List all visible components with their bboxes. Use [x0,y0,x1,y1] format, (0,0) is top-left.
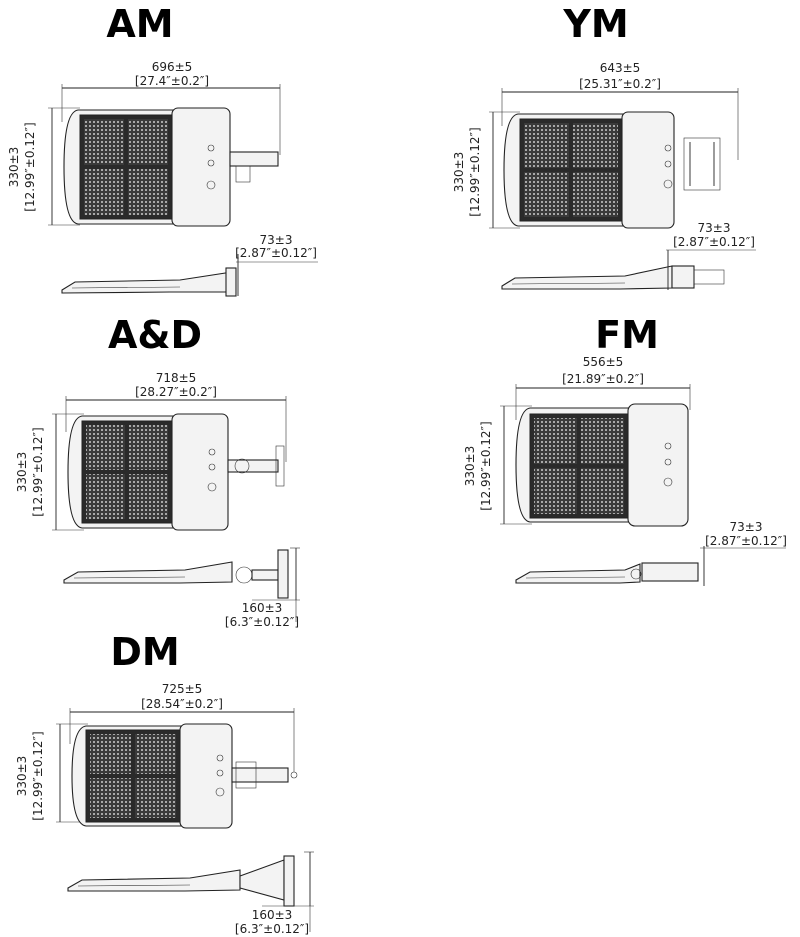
width-in: [25.31″±0.2″] [579,77,661,91]
side-in: [6.3″±0.12″] [235,922,309,936]
top-view [67,413,285,531]
variant-title: YM [562,2,628,46]
width-mm: 725±5 [162,682,203,696]
side-mm: 73±3 [698,221,731,235]
width-in: [28.27″±0.2″] [135,385,217,399]
height-mm: 330±3 [463,446,477,487]
height-mm: 330±3 [452,152,466,193]
width-mm: 556±5 [583,355,624,369]
side-view: 73±3 [2.87″±0.12″] [61,233,318,297]
variant-title: DM [110,630,179,674]
side-in: [2.87″±0.12″] [235,246,317,260]
width-mm: 718±5 [156,371,197,385]
height-mm: 330±3 [15,756,29,797]
side-mm: 160±3 [242,601,283,615]
top-view [515,403,689,527]
height-in: [12.99″±0.12″] [479,421,493,510]
variant-am: AM 696±5 [27.4″±0.2″] 330±3 [12.99″±0.12… [7,2,318,297]
variant-ym: YM 643±5 [25.31″±0.2″] 330±3 [12.99″±0.1… [452,2,756,290]
variant-title: FM [595,313,659,357]
side-view: 160±3 [6.3″±0.12″] [63,547,300,629]
side-mm: 73±3 [730,520,763,534]
side-mm: 160±3 [252,908,293,922]
side-view: 73±3 [2.87″±0.12″] [501,221,756,290]
variant-dm: DM 725±5 [28.54″±0.2″] 330±3 [12.99″±0.1… [15,630,314,936]
width-mm: 696±5 [152,60,193,74]
side-in: [6.3″±0.12″] [225,615,299,629]
side-in: [2.87″±0.12″] [705,534,787,548]
top-view [71,723,298,829]
variant-title: AM [106,2,173,46]
side-in: [2.87″±0.12″] [673,235,755,249]
side-view: 73±3 [2.87″±0.12″] [515,520,787,586]
side-mm: 73±3 [260,233,293,247]
width-in: [21.89″±0.2″] [562,372,644,386]
width-mm: 643±5 [600,61,641,75]
top-view [503,111,721,229]
height-mm: 330±3 [7,147,21,188]
side-view: 160±3 [6.3″±0.12″] [67,851,314,936]
width-in: [28.54″±0.2″] [141,697,223,711]
variant-title: A&D [108,313,202,357]
width-in: [27.4″±0.2″] [135,74,209,88]
height-in: [12.99″±0.12″] [23,122,37,211]
variant-ad: A&D 718±5 [28.27″±0.2″] 330±3 [12.99″±0.… [15,313,300,629]
height-in: [12.99″±0.12″] [468,127,482,216]
height-in: [12.99″±0.12″] [31,427,45,516]
height-mm: 330±3 [15,452,29,493]
variant-fm: FM 556±5 [21.89″±0.2″] 330±3 [12.99″±0.1… [463,313,787,586]
height-in: [12.99″±0.12″] [31,731,45,820]
top-view [63,107,279,227]
